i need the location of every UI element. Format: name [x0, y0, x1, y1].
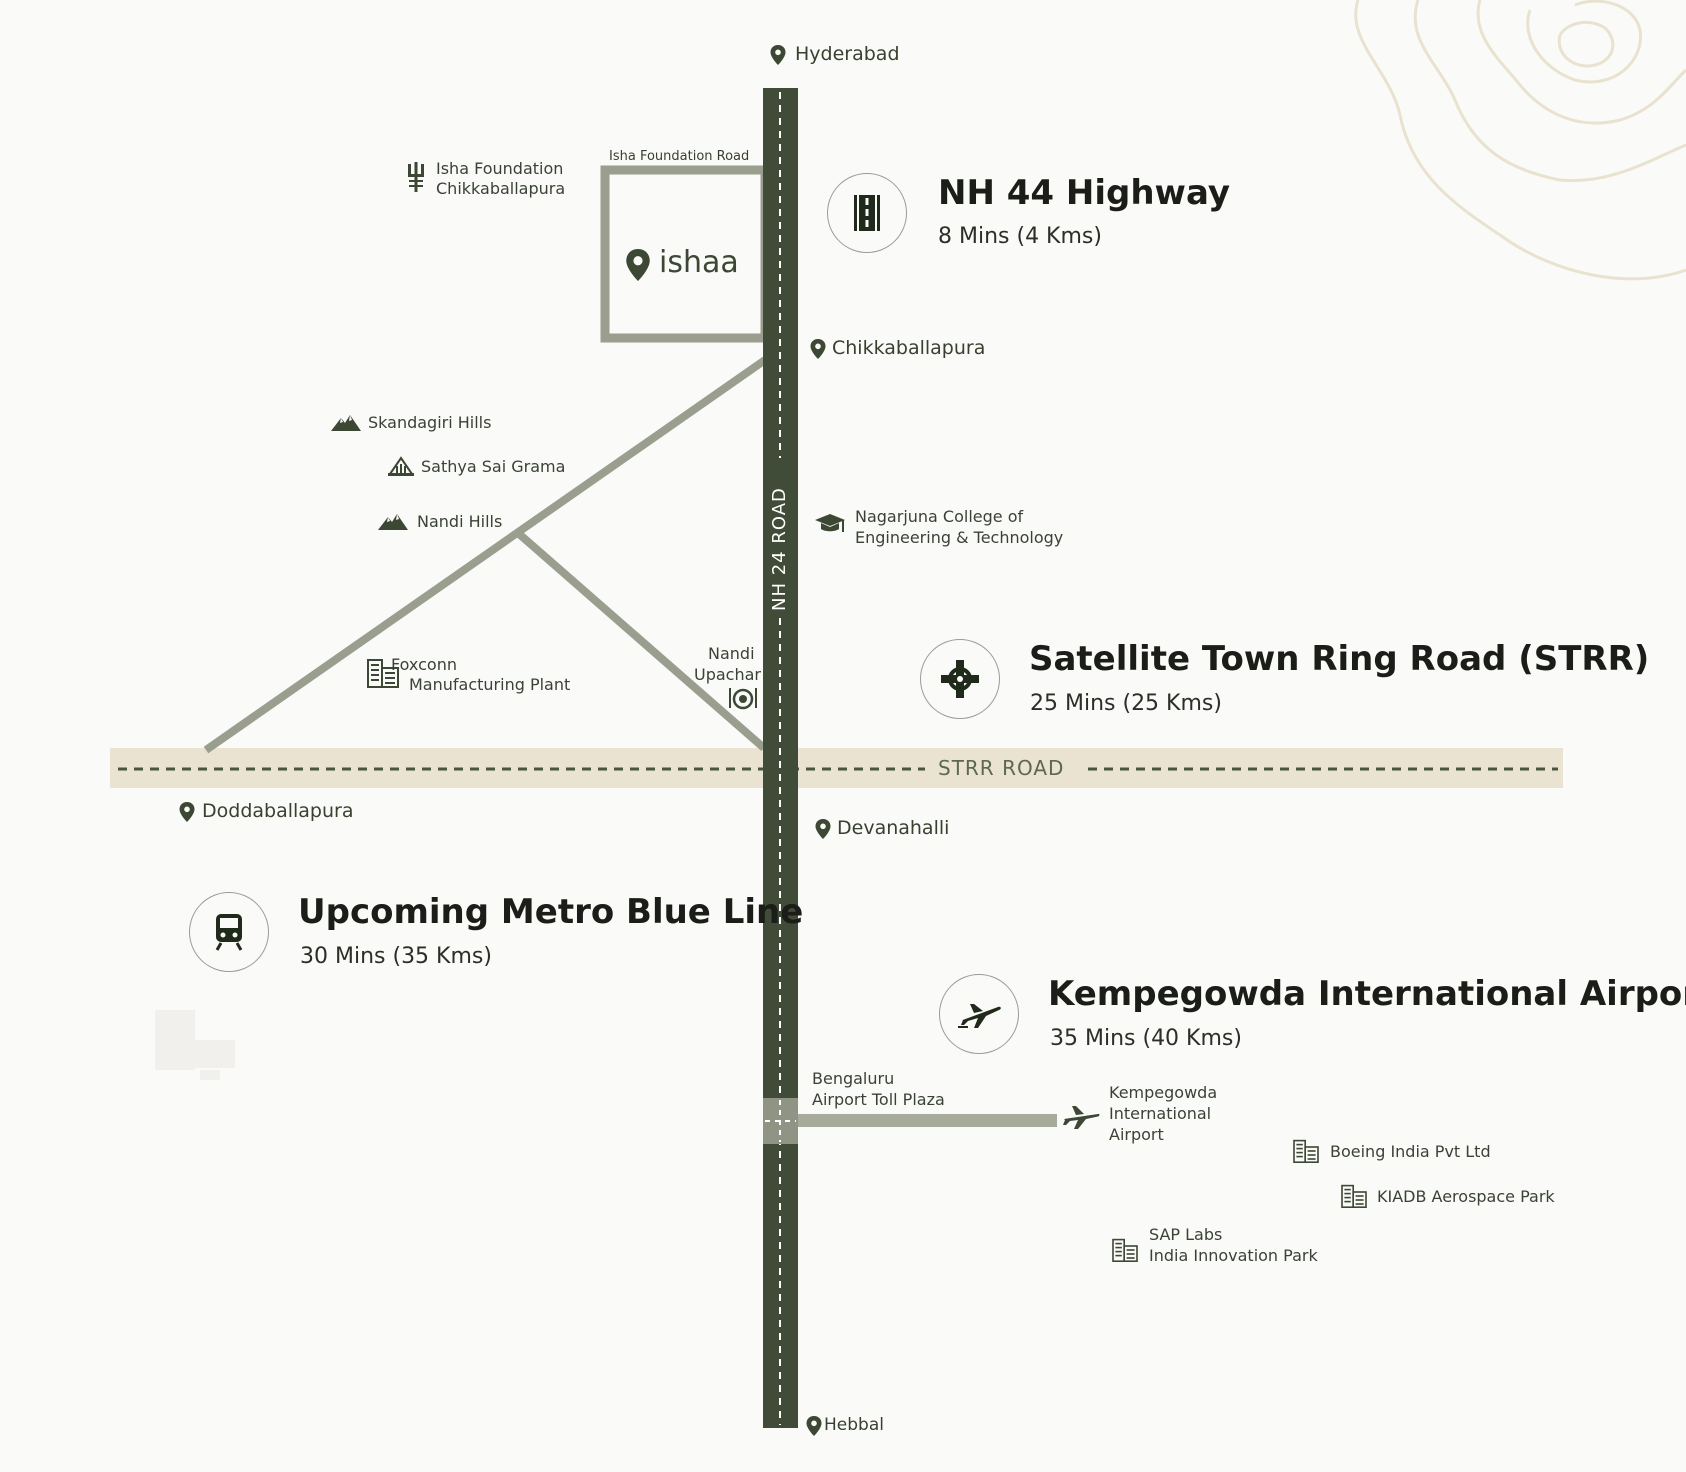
temple-icon: [388, 456, 414, 476]
metro-train-icon: [215, 914, 243, 951]
landmark-label: Nandi: [708, 644, 755, 663]
mountain-icon: [331, 415, 361, 431]
building-icon: [1112, 1238, 1138, 1262]
highlight-subtitle: 8 Mins (4 Kms): [938, 224, 1102, 249]
place-label: Chikkaballapura: [832, 337, 986, 359]
landmark-label: Skandagiri Hills: [368, 413, 492, 432]
location-pin-icon: [179, 802, 195, 822]
highlight-icon-circle: [920, 639, 1000, 719]
landmark-label: Airport: [1109, 1125, 1164, 1144]
airport-link-road: [795, 1114, 1057, 1127]
landmark-label: Nagarjuna College of: [855, 507, 1024, 526]
project-logo[interactable]: ishaa: [625, 245, 755, 285]
landmark-label: Nandi Hills: [417, 512, 503, 531]
landmark-label: Airport Toll Plaza: [812, 1090, 945, 1109]
landmark-label: Manufacturing Plant: [409, 675, 571, 694]
landmark-label: SAP Labs: [1149, 1225, 1223, 1244]
airplane-icon: [958, 1004, 1001, 1028]
faint-building-decoration: [155, 1010, 235, 1080]
landmark-label: Isha Foundation: [436, 159, 564, 178]
location-pin-icon: [810, 339, 826, 359]
highway-icon: [854, 195, 880, 231]
strr-road-label: STRR ROAD: [938, 756, 1065, 780]
highlight-icon-circle: [189, 892, 269, 972]
landmark-label: Bengaluru: [812, 1069, 895, 1088]
mountain-icon: [378, 514, 408, 530]
highlight-icon-circle: [827, 173, 907, 253]
isha-trishul-icon: [408, 162, 424, 192]
interchange-icon: [941, 660, 979, 698]
highlight-title: Kempegowda International Airport: [1048, 974, 1686, 1014]
location-pin-icon: [806, 1416, 822, 1436]
project-location-pin-icon: [626, 249, 650, 281]
landmark-label: Foxconn: [391, 655, 457, 674]
highlight-title: Satellite Town Ring Road (STRR): [1029, 639, 1650, 679]
highlight-title: NH 44 Highway: [938, 173, 1231, 213]
landmark-label: International: [1109, 1104, 1212, 1123]
landmark-label: KIADB Aerospace Park: [1377, 1187, 1555, 1206]
place-label: Hebbal: [824, 1415, 884, 1435]
highlight-subtitle: 25 Mins (25 Kms): [1030, 691, 1222, 716]
building-icon: [367, 659, 399, 688]
project-logo-text: ishaa: [659, 245, 739, 280]
landmark-label: Boeing India Pvt Ltd: [1330, 1142, 1491, 1161]
building-icon: [1341, 1184, 1367, 1208]
highlight-subtitle: 35 Mins (40 Kms): [1050, 1026, 1242, 1051]
graduation-cap-icon: [815, 514, 845, 532]
contour-decoration: [1354, 0, 1686, 281]
place-label: Hyderabad: [795, 43, 900, 65]
airplane-icon: [1063, 1106, 1100, 1129]
highlight-title: Upcoming Metro Blue Line: [298, 892, 804, 932]
nh24-road-label: NH 24 ROAD: [769, 487, 790, 611]
highlight-subtitle: 30 Mins (35 Kms): [300, 944, 492, 969]
location-pin-icon: [815, 819, 831, 839]
landmark-label: Kempegowda: [1109, 1083, 1218, 1102]
restaurant-icon: [729, 688, 757, 710]
landmark-label: Chikkaballapura: [436, 179, 566, 198]
location-pin-icon: [770, 45, 786, 65]
place-label: Devanahalli: [837, 817, 950, 839]
isha-road-label: Isha Foundation Road: [609, 149, 750, 164]
landmark-label: Engineering & Technology: [855, 528, 1064, 547]
place-label: Doddaballapura: [202, 800, 354, 822]
highlight-icon-circle: [939, 974, 1019, 1054]
landmark-label: Upachar: [694, 665, 761, 684]
landmark-label: India Innovation Park: [1149, 1246, 1318, 1265]
landmark-label: Sathya Sai Grama: [421, 457, 566, 476]
building-icon: [1293, 1139, 1319, 1163]
